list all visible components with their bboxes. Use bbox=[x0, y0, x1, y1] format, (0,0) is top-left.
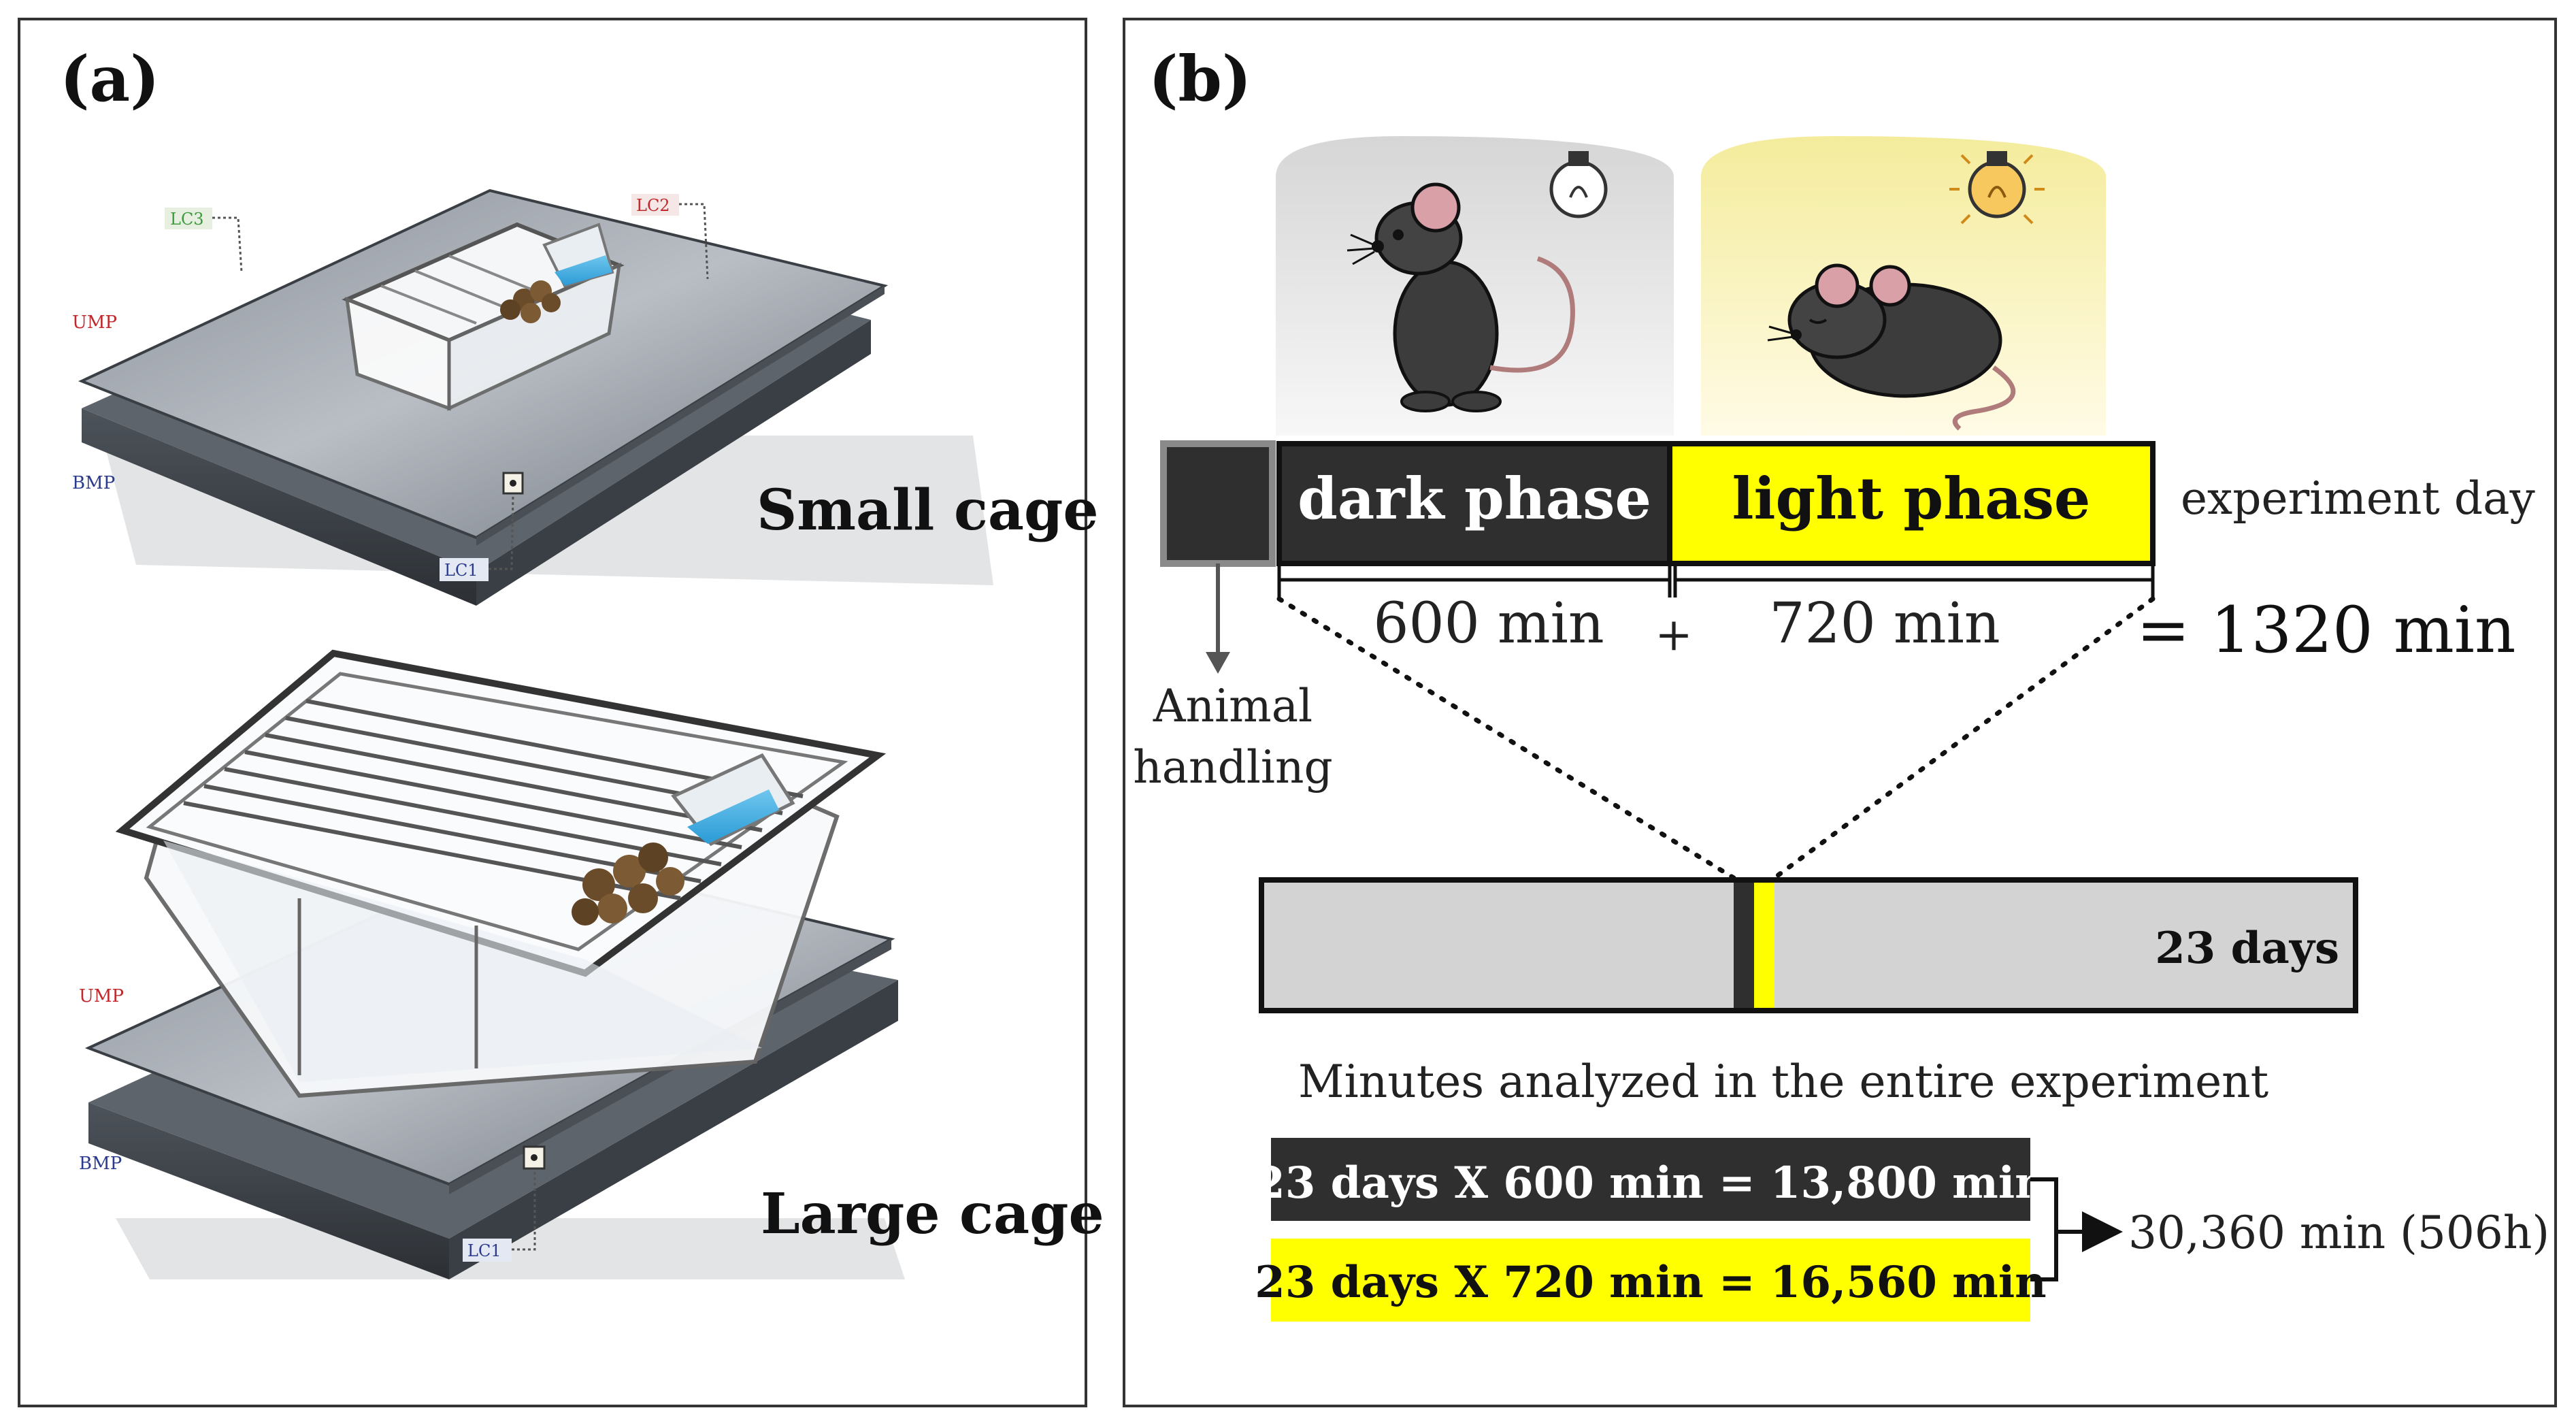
sleeping-mouse-illustration bbox=[1701, 136, 2106, 436]
small-ump-label: UMP bbox=[72, 312, 117, 333]
dark-phase-label: dark phase bbox=[1298, 465, 1651, 532]
sum-bracket bbox=[2030, 1177, 2123, 1281]
panel-b-label: (b) bbox=[1149, 42, 1251, 116]
experiment-day-label: experiment day bbox=[2181, 472, 2535, 525]
large-cage-box bbox=[115, 649, 887, 1098]
large-ump-label: UMP bbox=[79, 986, 124, 1007]
days-label: 23 days bbox=[2155, 923, 2339, 974]
panel-a-label: (a) bbox=[60, 42, 160, 116]
large-cage-labels: UMP BMP LC1 Large cage bbox=[79, 986, 1104, 1262]
light-phase-bar bbox=[1667, 441, 2156, 566]
small-cage-labels: LC3 LC2 UMP BMP LC1 Small cage bbox=[72, 194, 1099, 581]
animal-handling-box bbox=[1160, 440, 1276, 567]
large-bmp-plate bbox=[88, 1102, 449, 1279]
light-total-label: 23 days X 720 min = 16,560 min bbox=[1255, 1257, 2046, 1308]
large-cage-title: Large cage bbox=[761, 1181, 1104, 1247]
small-bmp-label: BMP bbox=[72, 473, 115, 493]
small-lc3-label: LC3 bbox=[170, 210, 204, 229]
light-phase-label: light phase bbox=[1732, 465, 2091, 532]
small-lc1-label: LC1 bbox=[444, 561, 478, 580]
light-minutes-label: 720 min bbox=[1769, 591, 2000, 656]
small-lc2-label: LC2 bbox=[636, 196, 670, 215]
timeline-light-marker bbox=[1754, 883, 1774, 1008]
light-total-box bbox=[1271, 1239, 2030, 1322]
large-cage-scale bbox=[84, 649, 905, 1279]
handling-label-line1: Animal bbox=[1153, 680, 1312, 732]
unlit-bulb-icon bbox=[1549, 151, 1608, 218]
duration-brackets bbox=[1277, 563, 2155, 598]
timeline-dark-marker bbox=[1734, 883, 1754, 1008]
small-cage-box bbox=[342, 222, 625, 411]
minutes-analyzed-label: Minutes analyzed in the entire experimen… bbox=[1298, 1056, 2268, 1108]
small-cage-scale bbox=[78, 189, 993, 606]
total-day-label: = 1320 min bbox=[2136, 593, 2515, 668]
lit-bulb-icon bbox=[1949, 151, 2045, 225]
dark-minutes-label: 600 min bbox=[1373, 591, 1604, 656]
small-cage-title: Small cage bbox=[757, 478, 1099, 543]
dark-phase-bar bbox=[1276, 441, 1672, 566]
zoom-line-right bbox=[1772, 596, 2156, 881]
awake-mouse-illustration bbox=[1276, 136, 1674, 436]
dark-total-box bbox=[1271, 1138, 2030, 1221]
handling-label-line2: handling bbox=[1133, 741, 1333, 794]
grand-total-label: 30,360 min (506h) bbox=[2128, 1207, 2549, 1259]
experiment-timeline-bar bbox=[1259, 877, 2358, 1013]
large-lc1-label: LC1 bbox=[467, 1241, 501, 1260]
small-bmp-plate bbox=[82, 408, 476, 606]
plus-sign: + bbox=[1655, 608, 1692, 661]
dark-total-label: 23 days X 600 min = 13,800 min bbox=[1255, 1158, 2046, 1209]
large-bmp-label: BMP bbox=[79, 1154, 122, 1174]
